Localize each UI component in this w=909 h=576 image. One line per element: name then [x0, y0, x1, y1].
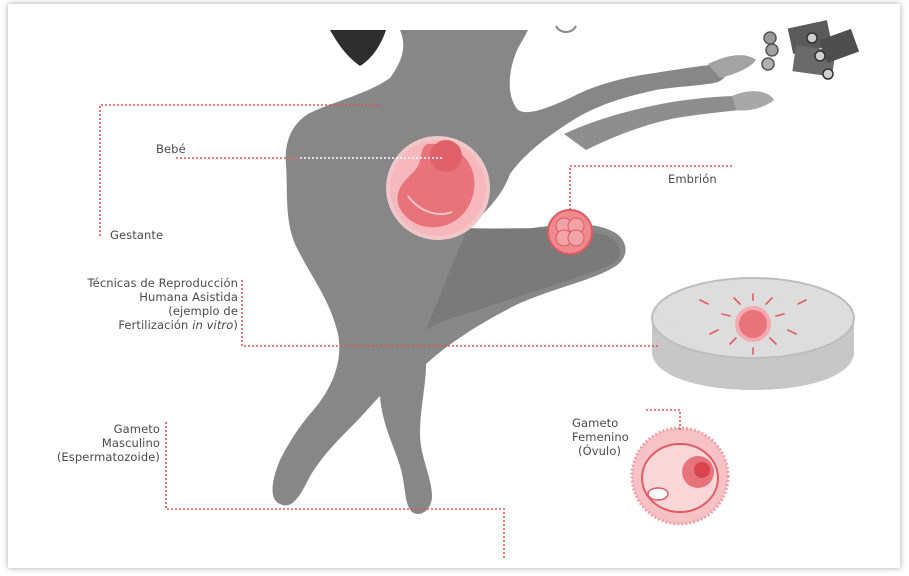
diagram-frame: Bebé Embrión Gestante Técnicas de Reprod…: [8, 4, 900, 568]
label-tecnicas-line4: Fertilización in vitro): [38, 318, 238, 332]
hair-shape: [330, 30, 386, 66]
label-gameto-m-line2: Masculino: [28, 436, 160, 450]
label-gameto-masculino: Gameto Masculino (Espermatozoide): [28, 422, 160, 464]
ovum-illustration: [632, 428, 728, 524]
label-tecnicas-line3: (ejemplo de: [38, 304, 238, 318]
womb-baby-illustration: [388, 138, 488, 238]
hand-shape: [732, 91, 774, 110]
label-tecnicas-line2: Humana Asistida: [38, 290, 238, 304]
label-gameto-m-line3: (Espermatozoide): [28, 450, 160, 464]
label-bebe: Bebé: [156, 142, 186, 156]
label-gestante: Gestante: [110, 228, 163, 242]
label-tecnicas: Técnicas de Reproducción Humana Asistida…: [38, 276, 238, 332]
label-gameto-f-line3: (Óvulo): [572, 444, 629, 458]
embryo-illustration: [548, 210, 592, 254]
label-gameto-f-line2: Femenino: [572, 430, 629, 444]
label-tecnicas-line1: Técnicas de Reproducción: [38, 276, 238, 290]
petri-dish-illustration: [652, 278, 854, 390]
label-gameto-m-line1: Gameto: [28, 422, 160, 436]
label-tecnicas-line4-post: ): [233, 318, 238, 332]
label-gameto-femenino: Gameto Femenino (Óvulo): [572, 416, 629, 458]
label-tecnicas-line4-italic: in vitro: [192, 318, 233, 332]
label-tecnicas-line4-pre: Fertilización: [118, 318, 192, 332]
label-embrion: Embrión: [668, 172, 717, 186]
label-gameto-f-line1: Gameto: [572, 416, 629, 430]
